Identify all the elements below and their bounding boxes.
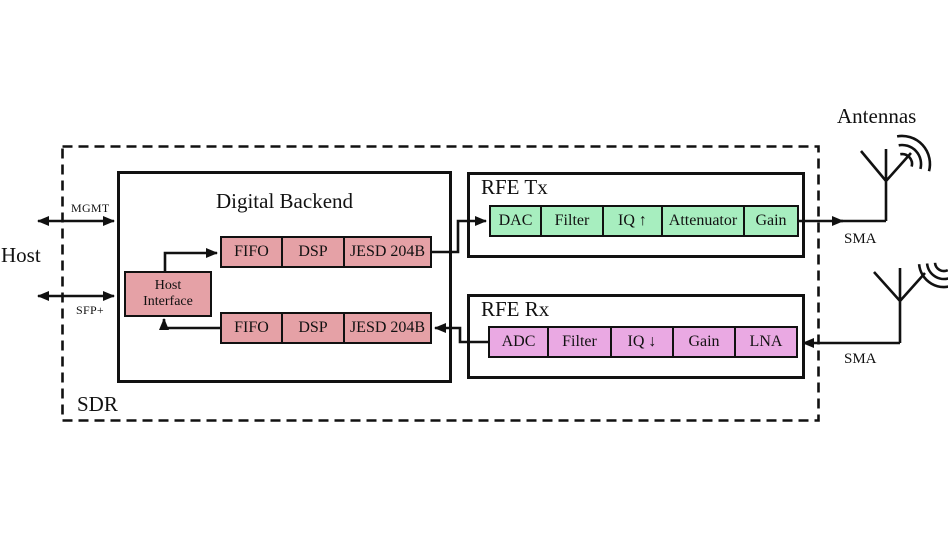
antennas-label: Antennas <box>837 104 917 128</box>
rx-antenna-icon <box>874 263 948 343</box>
block-adc: ADC <box>488 326 549 358</box>
sma-rx-label: SMA <box>844 351 877 367</box>
block-attenuator: Attenuator <box>661 205 745 237</box>
digital-backend-title: Digital Backend <box>215 189 354 213</box>
rfe-rx-chain: ADC Filter IQ ↓ Gain LNA <box>488 326 798 358</box>
block-jesd204b-tx: JESD 204B <box>343 236 432 268</box>
backend-rx-chain: FIFO DSP JESD 204B <box>220 312 432 344</box>
host-label: Host <box>1 243 41 267</box>
rfe-tx-title: RFE Tx <box>481 175 548 199</box>
block-iq-down: IQ ↓ <box>610 326 674 358</box>
mgmt-link-label: MGMT <box>71 201 110 215</box>
block-jesd204b-rx: JESD 204B <box>343 312 432 344</box>
block-dsp-rx: DSP <box>281 312 345 344</box>
tx-antenna-icon <box>861 136 930 221</box>
block-iq-up: IQ ↑ <box>602 205 663 237</box>
block-fifo-rx: FIFO <box>220 312 283 344</box>
block-dsp-tx: DSP <box>281 236 345 268</box>
block-dac: DAC <box>489 205 542 237</box>
rfe-tx-chain: DAC Filter IQ ↑ Attenuator Gain <box>489 205 799 237</box>
block-gain-tx: Gain <box>743 205 799 237</box>
sfp-link-label: SFP+ <box>76 303 104 317</box>
host-interface-label: Host Interface <box>143 277 193 309</box>
block-fifo-tx: FIFO <box>220 236 283 268</box>
sdr-label: SDR <box>77 392 118 416</box>
block-lna: LNA <box>734 326 798 358</box>
block-filter-tx: Filter <box>540 205 604 237</box>
sma-tx-label: SMA <box>844 231 877 247</box>
backend-tx-chain: FIFO DSP JESD 204B <box>220 236 432 268</box>
rfe-rx-title: RFE Rx <box>481 297 550 321</box>
block-gain-rx: Gain <box>672 326 736 358</box>
block-host-interface: Host Interface <box>124 271 212 317</box>
block-filter-rx: Filter <box>547 326 612 358</box>
